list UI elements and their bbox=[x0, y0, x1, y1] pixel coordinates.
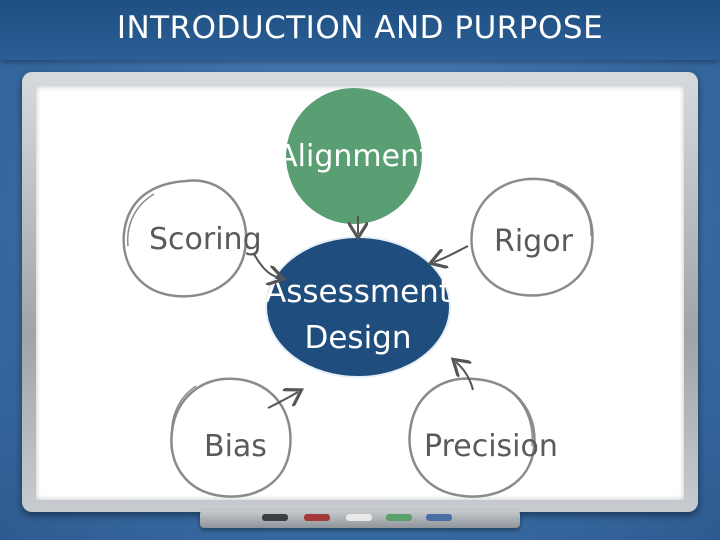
assessment-label: Assessment bbox=[265, 274, 451, 310]
rigor-arrow bbox=[434, 245, 469, 262]
green-marker-icon bbox=[386, 514, 412, 521]
precision-label: Precision bbox=[424, 429, 558, 464]
alignment-label: Alignment bbox=[277, 139, 431, 174]
scoring-node: Scoring bbox=[122, 179, 262, 298]
page-title: INTRODUCTION AND PURPOSE bbox=[116, 10, 604, 46]
dark-marker-icon bbox=[262, 514, 288, 521]
rigor-node: Rigor bbox=[470, 177, 594, 297]
red-marker-icon bbox=[304, 514, 330, 521]
assessment-design-diagram: Scoring Rigor Bias Precision Alignment A… bbox=[122, 88, 594, 498]
bias-label: Bias bbox=[204, 429, 267, 464]
assessment-design-circle bbox=[266, 237, 450, 377]
precision-arrow bbox=[456, 362, 474, 391]
blue-marker-icon bbox=[426, 514, 452, 521]
bias-node: Bias bbox=[170, 377, 292, 498]
scoring-label: Scoring bbox=[149, 222, 262, 257]
alignment-node: Alignment bbox=[277, 88, 431, 224]
design-label: Design bbox=[304, 320, 411, 356]
bias-arrow bbox=[267, 392, 298, 409]
alignment-circle bbox=[286, 88, 422, 224]
eraser-icon bbox=[346, 514, 372, 521]
scoring-arrow bbox=[253, 253, 280, 278]
pen-tray bbox=[200, 510, 520, 528]
rigor-label: Rigor bbox=[494, 224, 574, 259]
assessment-design-node: Assessment Design bbox=[265, 236, 451, 378]
precision-node: Precision bbox=[408, 377, 558, 498]
title-bar: INTRODUCTION AND PURPOSE bbox=[0, 0, 720, 60]
